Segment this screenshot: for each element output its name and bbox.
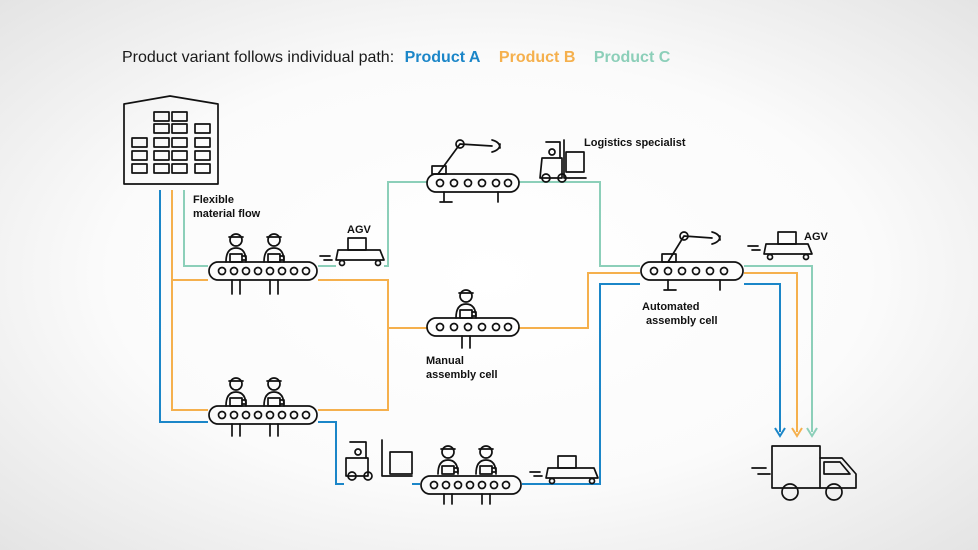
- product-a-arrowhead: [774, 427, 786, 438]
- product-b-arrowhead: [791, 427, 803, 438]
- agv-bottom-icon: [529, 455, 599, 485]
- agv-right-icon: [747, 231, 813, 261]
- agv-top-label: AGV: [347, 224, 372, 236]
- legend-product-b: Product B: [499, 49, 575, 66]
- diagram-title: Product variant follows individual path:…: [122, 49, 671, 66]
- worker-station-lower: [420, 445, 522, 505]
- legend-product-c: Product C: [594, 49, 671, 66]
- title-prefix: Product variant follows individual path:: [122, 49, 394, 66]
- product-c-path: [183, 181, 813, 432]
- automated-cell-label: Automated assembly cell: [642, 301, 718, 327]
- product-c-arrowhead: [806, 427, 818, 438]
- agv-top-icon: [319, 237, 385, 267]
- forklift-bottom-icon: [345, 439, 413, 481]
- robot-station-top: [426, 139, 520, 203]
- agv-right-label: AGV: [804, 231, 829, 243]
- manual-assembly-cell: [426, 289, 520, 349]
- warehouse-icon: [123, 95, 219, 185]
- logistics-specialist-label: Logistics specialist: [584, 137, 686, 149]
- worker-station-top: [208, 233, 318, 295]
- forklift-top-icon: [539, 139, 587, 183]
- automated-assembly-cell: [640, 231, 744, 291]
- product-b-path: [171, 190, 798, 432]
- product-a-path: [159, 190, 781, 485]
- flexible-flow-label: Flexible material flow: [193, 194, 261, 220]
- manual-cell-label: Manual assembly cell: [426, 355, 498, 381]
- legend-product-a: Product A: [405, 49, 481, 66]
- delivery-truck-icon: [751, 445, 857, 501]
- worker-station-bottom: [208, 377, 318, 437]
